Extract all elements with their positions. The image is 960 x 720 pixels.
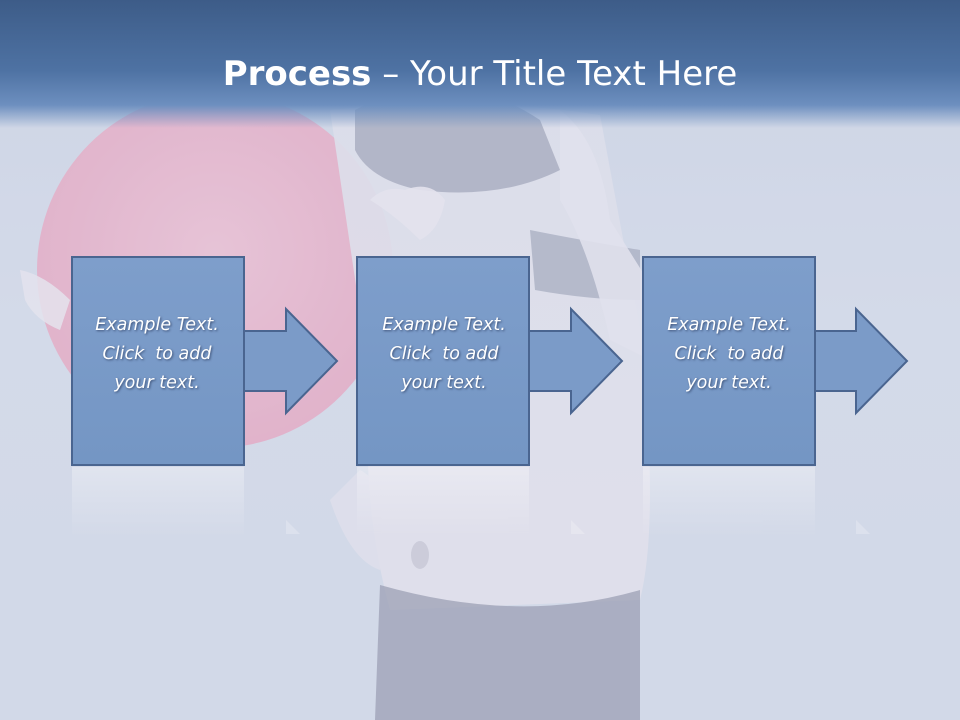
step-2-line-3: your text.	[401, 373, 487, 393]
step-3-line-2: Click to add	[674, 344, 784, 364]
step-2-reflection	[357, 467, 529, 537]
step-3-box	[642, 256, 816, 466]
hand-shape	[370, 186, 445, 240]
step-3-line-1: Example Text.	[667, 315, 791, 335]
slide-title[interactable]: Process – Your Title Text Here	[0, 52, 960, 96]
title-rest-text: – Your Title Text Here	[371, 54, 738, 94]
step-3-text[interactable]: Example Text. Click to add your text.	[644, 311, 814, 398]
step-3-reflection	[643, 467, 815, 537]
process-step-1[interactable]	[71, 256, 339, 466]
title-bar	[0, 0, 960, 128]
left-hand-shape	[20, 270, 70, 330]
step-1-arrow	[243, 306, 339, 416]
reflections	[72, 467, 870, 537]
arrow-1-reflection	[286, 520, 300, 534]
process-step-3[interactable]	[642, 256, 909, 466]
arrow-3-reflection	[856, 520, 870, 534]
step-2-box	[356, 256, 530, 466]
step-2-text[interactable]: Example Text. Click to add your text.	[359, 311, 529, 398]
step-1-box	[71, 256, 245, 466]
step-1-line-3: your text.	[114, 373, 200, 393]
step-1-line-2: Click to add	[102, 344, 212, 364]
pants-shape	[375, 585, 640, 720]
step-3-line-3: your text.	[686, 373, 772, 393]
step-2-arrow	[528, 306, 624, 416]
step-1-text[interactable]: Example Text. Click to add your text.	[72, 311, 242, 398]
process-step-2[interactable]	[356, 256, 624, 466]
step-3-arrow	[814, 306, 909, 416]
step-1-line-1: Example Text.	[95, 315, 219, 335]
step-2-line-1: Example Text.	[382, 315, 506, 335]
step-1-reflection	[72, 467, 244, 537]
arrow-2-reflection	[571, 520, 585, 534]
step-2-line-2: Click to add	[389, 344, 499, 364]
title-bold-text: Process	[222, 54, 372, 94]
navel-shape	[411, 541, 429, 569]
